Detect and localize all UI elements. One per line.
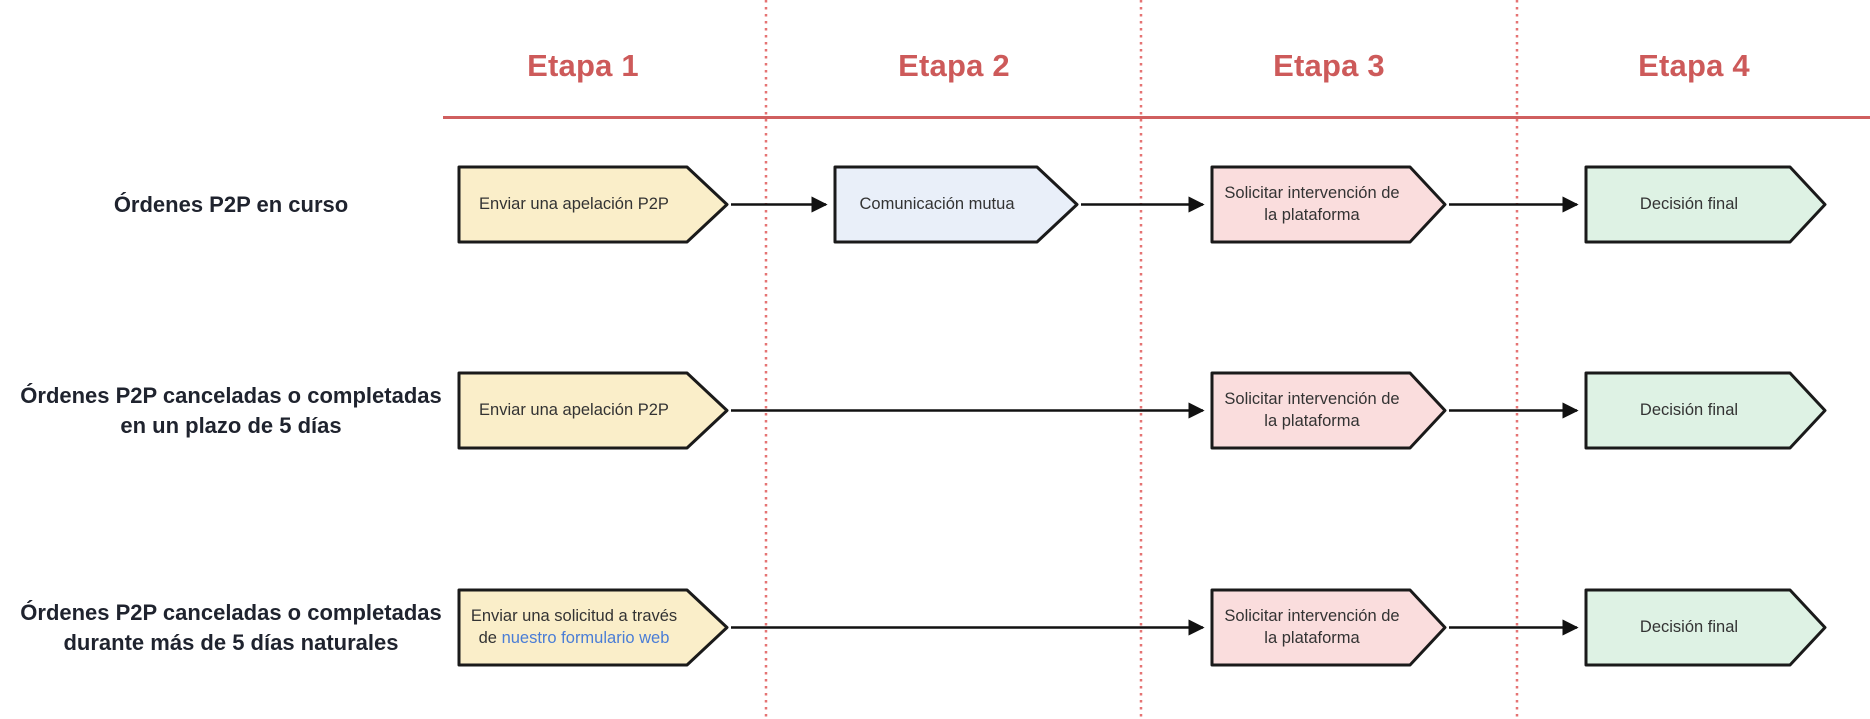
row3-step1-prefix: Enviar una solicitud a través de [470,607,678,647]
stage-header-etapa-1: Etapa 1 [527,48,639,83]
row1-step4-text: Decisión final [1639,194,1739,213]
row1-step2-text: Comunicación mutua [859,194,1015,213]
row1-step3-text: Solicitar intervención de la plataforma [1224,184,1400,224]
row2-step3-text: Solicitar intervención de la plataforma [1224,390,1400,430]
row2-label: Órdenes P2P canceladas o completadas en … [20,383,442,438]
stage-header-etapa-2: Etapa 2 [898,48,1010,83]
row3-label: Órdenes P2P canceladas o completadas dur… [20,600,442,655]
row3-step1-text: Enviar una solicitud a través de nuestro… [461,590,687,665]
row1-step1-text: Enviar una apelación P2P [479,194,669,213]
row2-step1-text: Enviar una apelación P2P [479,400,669,419]
row2-step4-text: Decisión final [1639,400,1739,419]
row1-label: Órdenes P2P en curso [113,191,349,217]
row3-step1-text-wrap: Enviar una solicitud a través de nuestro… [465,606,683,648]
stage-header-etapa-4: Etapa 4 [1638,48,1750,83]
web-form-link[interactable]: nuestro formulario web [501,628,670,647]
stage-header-etapa-3: Etapa 3 [1273,48,1385,83]
row3-step4-text: Decisión final [1639,617,1739,636]
row3-step3-text: Solicitar intervención de la plataforma [1224,607,1400,647]
